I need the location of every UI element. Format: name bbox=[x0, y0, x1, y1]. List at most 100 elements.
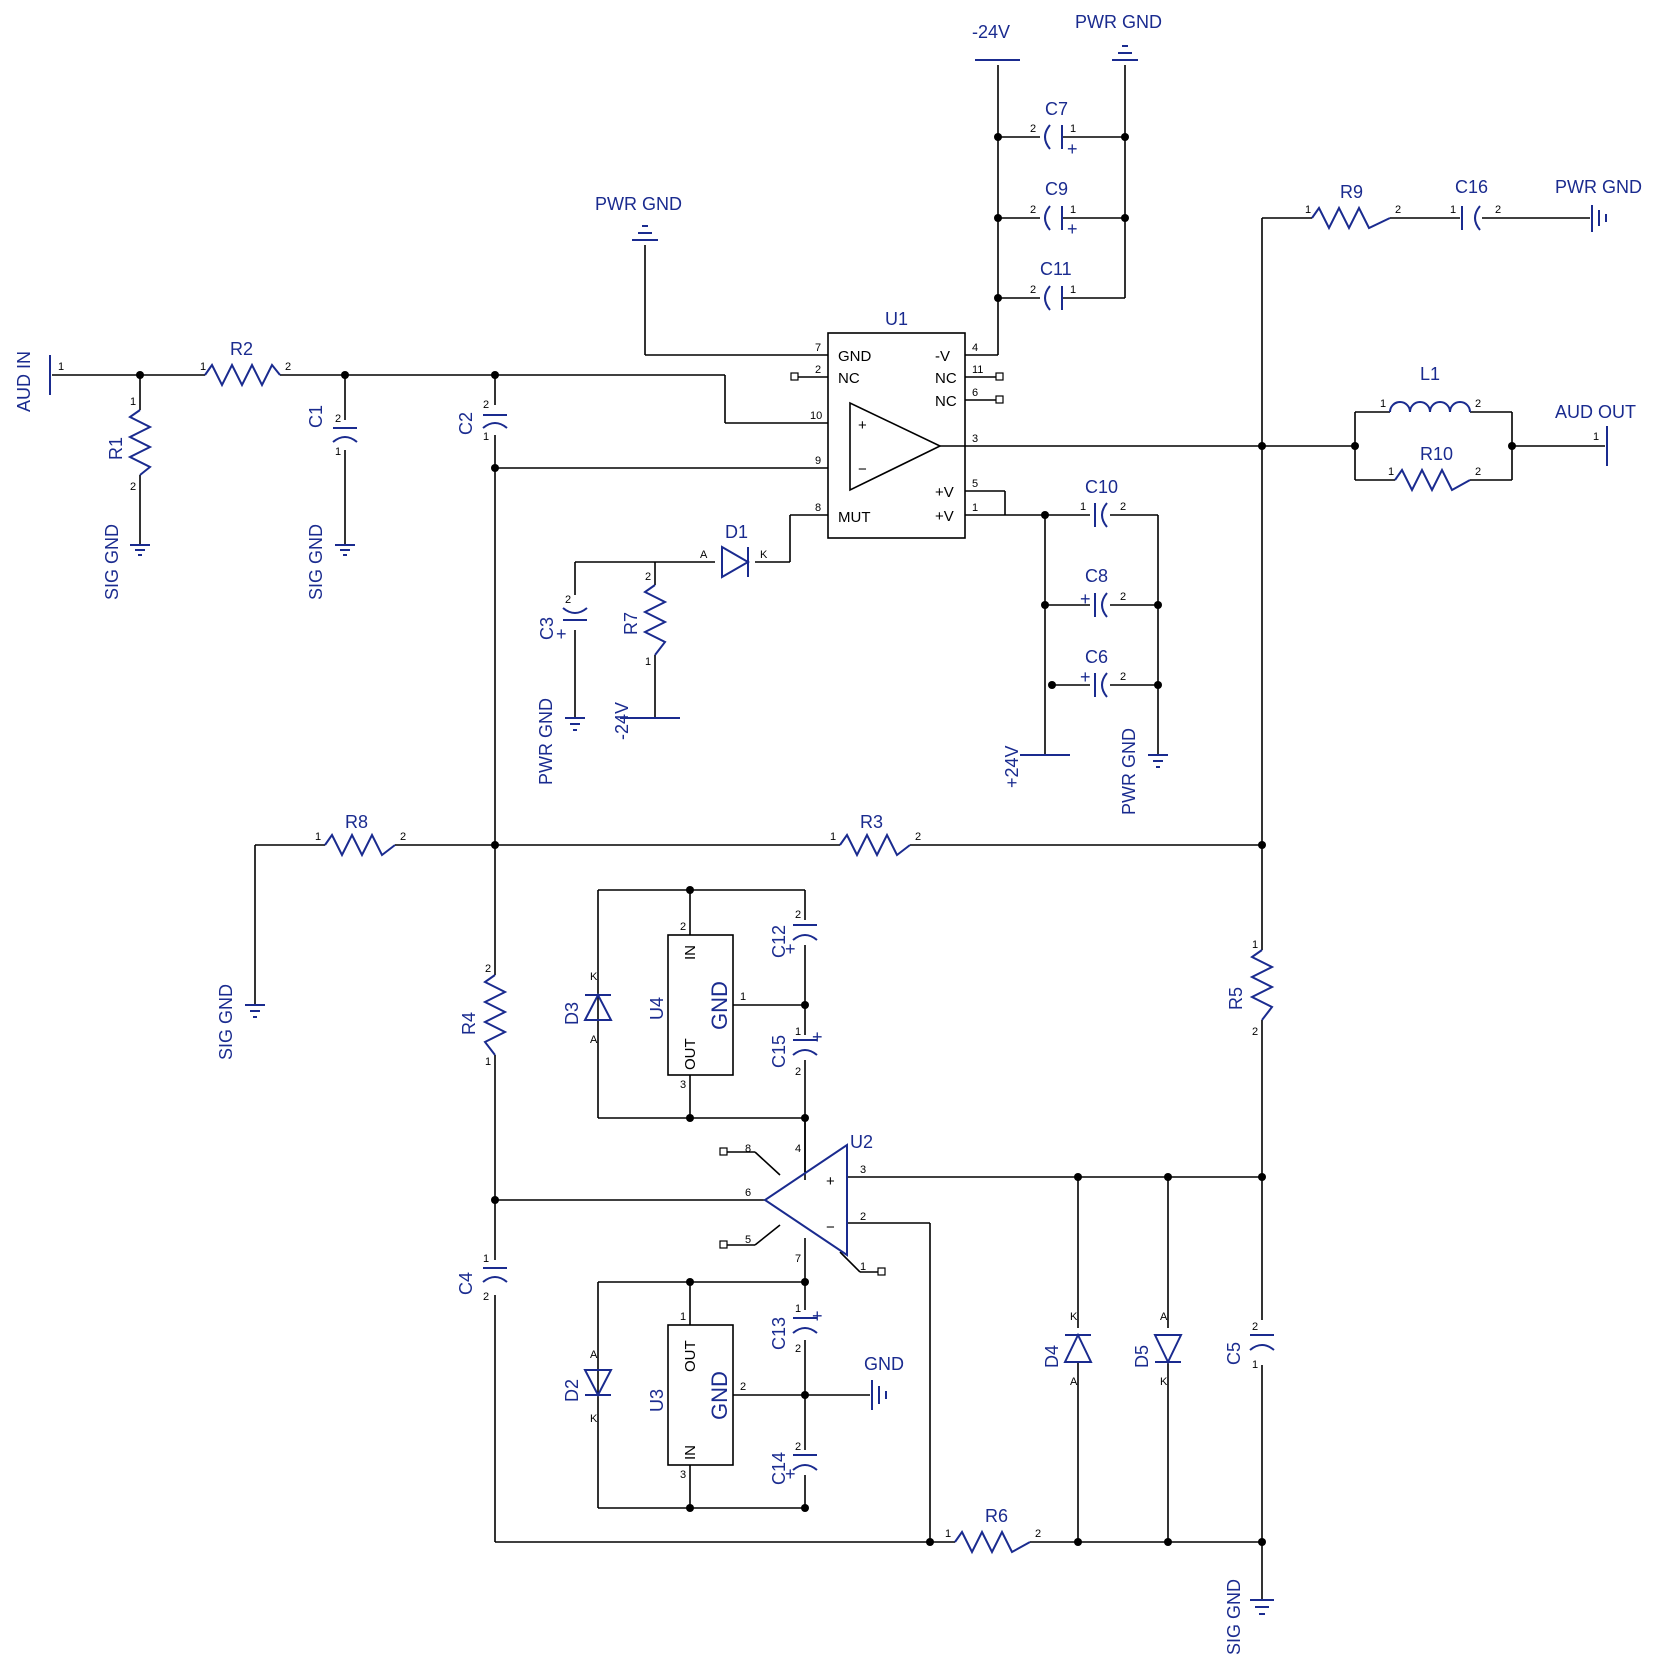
pwr-gnd-label: PWR GND bbox=[1119, 728, 1139, 815]
svg-text:2: 2 bbox=[740, 1381, 746, 1393]
resistor-r2: R2 1 2 bbox=[200, 339, 291, 388]
svg-text:1: 1 bbox=[1388, 466, 1394, 478]
svg-text:C1: C1 bbox=[306, 405, 326, 428]
svg-text:−: − bbox=[858, 461, 867, 478]
svg-text:2: 2 bbox=[1030, 204, 1036, 216]
capacitor-c4: C4 1 2 bbox=[456, 1253, 508, 1303]
svg-text:C14: C14 bbox=[769, 1452, 789, 1485]
aud-out-label: AUD OUT bbox=[1555, 402, 1636, 422]
svg-text:C13: C13 bbox=[769, 1317, 789, 1350]
svg-text:R6: R6 bbox=[985, 1506, 1008, 1526]
pwr-gnd-c6: PWR GND bbox=[1119, 728, 1168, 815]
gnd-u3: GND bbox=[864, 1354, 904, 1410]
diode-d1: D1 A K bbox=[700, 522, 768, 579]
svg-text:+: + bbox=[1067, 139, 1078, 159]
svg-text:1: 1 bbox=[1252, 939, 1258, 951]
svg-text:GND: GND bbox=[838, 348, 872, 365]
svg-text:8: 8 bbox=[745, 1143, 751, 1155]
svg-text:2: 2 bbox=[1395, 204, 1401, 216]
svg-text:2: 2 bbox=[1035, 1528, 1041, 1540]
capacitor-c12: C12 + 2 bbox=[769, 909, 818, 959]
svg-text:U3: U3 bbox=[647, 1389, 667, 1412]
svg-text:+: + bbox=[785, 939, 796, 959]
svg-text:2: 2 bbox=[1120, 591, 1126, 603]
capacitor-c13: C13 + 1 2 bbox=[769, 1303, 823, 1355]
svg-text:1: 1 bbox=[860, 1261, 866, 1273]
svg-text:2: 2 bbox=[1252, 1026, 1258, 1038]
svg-text:1: 1 bbox=[1080, 501, 1086, 513]
svg-text:D5: D5 bbox=[1132, 1345, 1152, 1368]
svg-text:-V: -V bbox=[935, 348, 950, 365]
resistor-r3: R3 1 2 bbox=[830, 812, 921, 858]
pos24-label: +24V bbox=[1002, 745, 1022, 788]
svg-text:2: 2 bbox=[815, 364, 821, 376]
diode-d5: D5 A K bbox=[1132, 1311, 1183, 1388]
regulator-u3: U3 OUT IN GND 1 2 3 bbox=[647, 1311, 746, 1481]
svg-text:5: 5 bbox=[745, 1234, 751, 1246]
svg-text:1: 1 bbox=[680, 1311, 686, 1323]
port-aud-in: 1 AUD IN bbox=[14, 351, 64, 412]
diode-d3: D3 K A bbox=[562, 971, 613, 1046]
svg-text:1: 1 bbox=[645, 656, 651, 668]
svg-text:11: 11 bbox=[972, 364, 983, 376]
svg-text:U1: U1 bbox=[885, 309, 908, 329]
svg-text:GND: GND bbox=[707, 1371, 732, 1420]
svg-text:3: 3 bbox=[680, 1469, 686, 1481]
svg-text:C4: C4 bbox=[456, 1272, 476, 1295]
pwr-gnd-label: PWR GND bbox=[595, 194, 682, 214]
svg-text:1: 1 bbox=[795, 1026, 801, 1038]
resistor-r10: R10 1 2 bbox=[1388, 444, 1481, 493]
svg-text:C8: C8 bbox=[1085, 566, 1108, 586]
svg-text:2: 2 bbox=[680, 921, 686, 933]
svg-text:1: 1 bbox=[1450, 204, 1456, 216]
svg-text:K: K bbox=[1070, 1311, 1078, 1323]
resistor-r9: R9 1 2 bbox=[1305, 182, 1401, 231]
svg-text:2: 2 bbox=[285, 361, 291, 373]
capacitor-c11: C11 2 1 bbox=[1030, 259, 1076, 311]
svg-text:1: 1 bbox=[1380, 398, 1386, 410]
svg-text:R9: R9 bbox=[1340, 182, 1363, 202]
svg-text:D4: D4 bbox=[1042, 1345, 1062, 1368]
sig-gnd-label: SIG GND bbox=[216, 984, 236, 1060]
sig-gnd-r1: SIG GND bbox=[102, 524, 150, 600]
svg-text:1: 1 bbox=[335, 446, 341, 458]
pos24-supply: +24V bbox=[1002, 745, 1070, 788]
svg-text:2: 2 bbox=[645, 571, 651, 583]
svg-text:+: + bbox=[785, 1464, 796, 1484]
svg-text:2: 2 bbox=[565, 594, 571, 606]
svg-text:2: 2 bbox=[795, 909, 801, 921]
svg-text:2: 2 bbox=[400, 831, 406, 843]
svg-text:1: 1 bbox=[972, 502, 978, 514]
neg24-top: -24V bbox=[972, 22, 1020, 61]
svg-text:1: 1 bbox=[485, 1056, 491, 1068]
resistor-r5: R5 1 2 bbox=[1226, 939, 1275, 1038]
svg-text:+: + bbox=[826, 1173, 835, 1190]
capacitor-c8: C8 + 2 bbox=[1080, 566, 1126, 618]
svg-text:U2: U2 bbox=[850, 1132, 873, 1152]
svg-text:C11: C11 bbox=[1040, 259, 1072, 279]
svg-text:7: 7 bbox=[795, 1253, 801, 1265]
svg-text:−: − bbox=[826, 1219, 835, 1236]
resistor-r1: R1 1 2 bbox=[106, 396, 153, 493]
neg24-r7: -24V bbox=[612, 702, 680, 740]
capacitor-c2: C2 2 1 bbox=[456, 399, 508, 443]
svg-text:A: A bbox=[1070, 1376, 1078, 1388]
svg-text:10: 10 bbox=[810, 410, 822, 422]
svg-text:A: A bbox=[590, 1034, 598, 1046]
capacitor-c15: C15 + 1 2 bbox=[769, 1026, 823, 1078]
svg-text:8: 8 bbox=[815, 502, 821, 514]
svg-text:NC: NC bbox=[935, 393, 957, 410]
svg-text:OUT: OUT bbox=[682, 1340, 699, 1372]
diode-d2: D2 A K bbox=[562, 1349, 613, 1425]
svg-text:D3: D3 bbox=[562, 1002, 582, 1025]
svg-text:K: K bbox=[590, 1413, 598, 1425]
svg-text:IN: IN bbox=[682, 945, 699, 960]
svg-text:2: 2 bbox=[1252, 1321, 1258, 1333]
svg-text:1: 1 bbox=[795, 1303, 801, 1315]
svg-text:4: 4 bbox=[972, 342, 978, 354]
svg-text:2: 2 bbox=[483, 1291, 489, 1303]
svg-text:U4: U4 bbox=[647, 997, 667, 1020]
inductor-l1: L1 1 2 bbox=[1380, 364, 1481, 413]
aud-in-label: AUD IN bbox=[14, 351, 34, 412]
resistor-r6: R6 1 2 bbox=[945, 1506, 1041, 1555]
